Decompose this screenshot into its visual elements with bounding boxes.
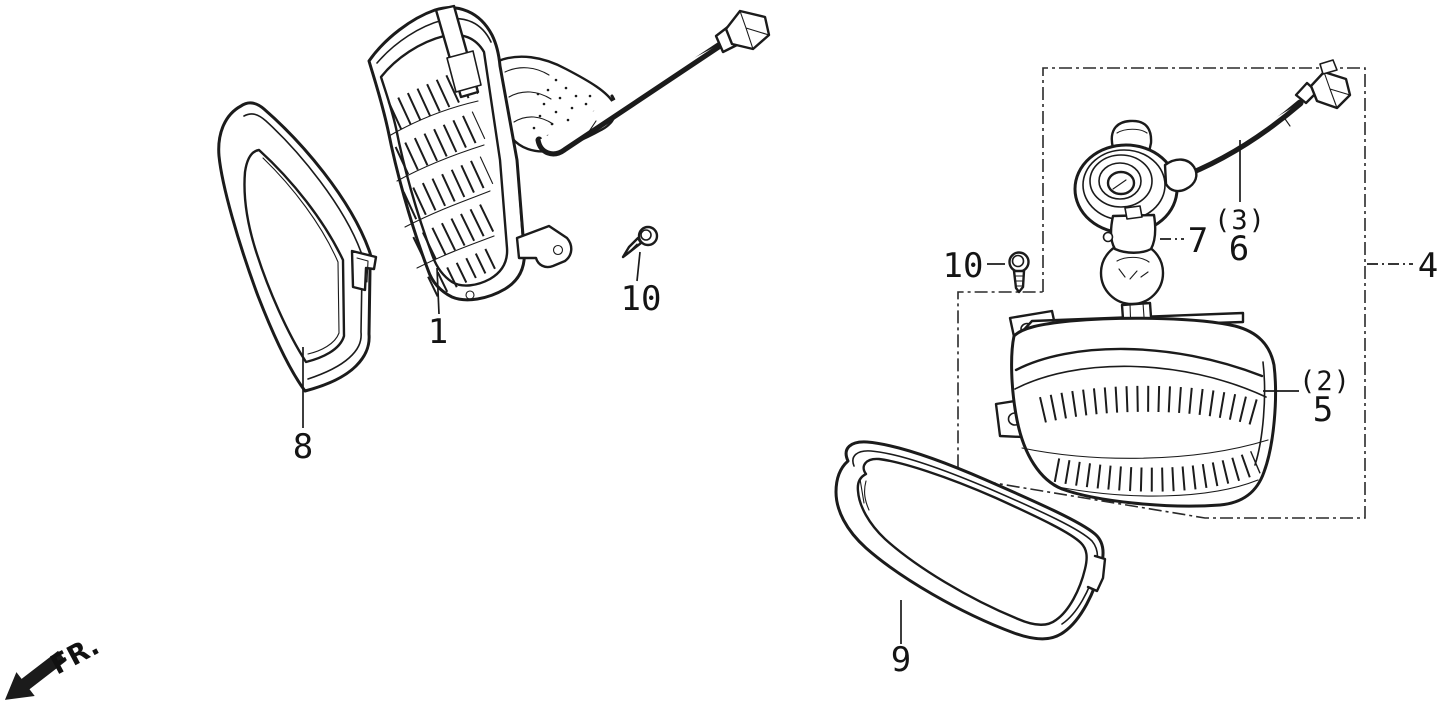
part-label-lamp: 5: [1313, 390, 1333, 430]
part-label-lens: 9: [891, 640, 911, 680]
fr-label: FR.: [46, 630, 105, 681]
headlight-rim-drawing: [217, 101, 378, 393]
headlight-connector: [714, 9, 771, 54]
screw-right-drawing: [1008, 251, 1030, 294]
assembly-boundary-box: [957, 67, 1366, 519]
part-label-socket: 6: [1229, 229, 1249, 269]
part-label-screw-right: 10: [943, 246, 984, 286]
turnsignal-lamp-drawing: [994, 301, 1278, 508]
fr-direction-indicator: FR.: [4, 630, 105, 700]
screw-left-drawing: [621, 225, 659, 259]
leader-line-part1: [436, 267, 440, 315]
fr-arrow-icon: [4, 650, 66, 700]
part-label-headlight-rim: 8: [293, 427, 313, 467]
headlight-unit-drawing: [367, 4, 771, 302]
part-label-bulb: 7: [1188, 221, 1208, 261]
lens-garnish-drawing: [834, 440, 1107, 641]
part-qty-socket: (3): [1214, 205, 1266, 236]
headlight-wire: [535, 37, 730, 157]
part-label-screw-left: 10: [621, 279, 662, 319]
leader-line-part10-left: [636, 251, 641, 282]
part-label-assembly: 4: [1418, 246, 1438, 286]
part-qty-lamp: (2): [1299, 366, 1351, 397]
part-label-headlight-unit: 1: [428, 312, 448, 352]
socket-cord-drawing: [1073, 59, 1352, 235]
